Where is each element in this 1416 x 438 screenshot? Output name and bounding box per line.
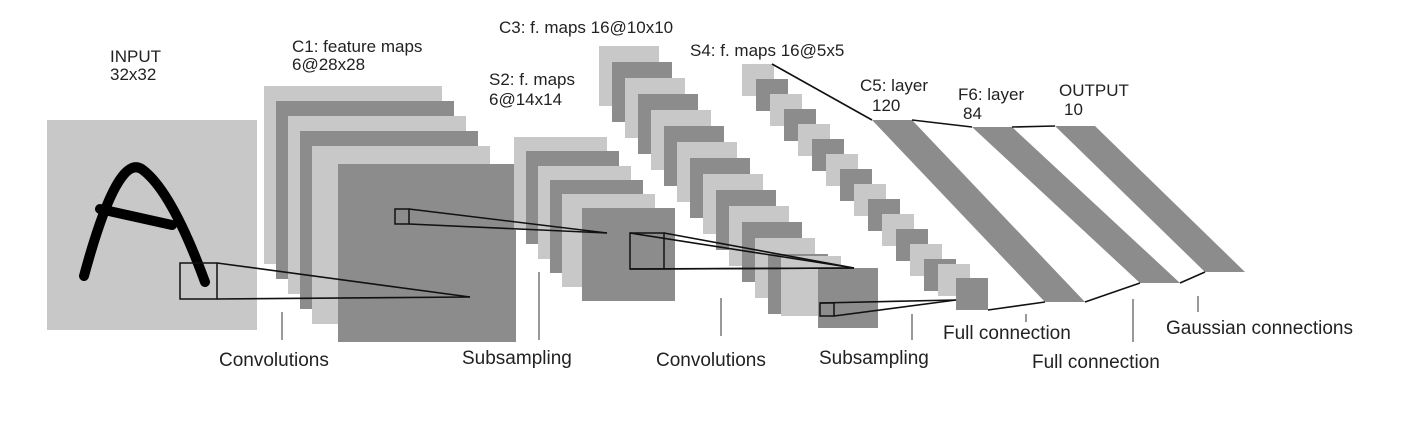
conv1-projection: [216, 262, 471, 300]
full1-label: Full connection: [943, 323, 1071, 344]
gauss-label: Gaussian connections: [1166, 318, 1353, 339]
s2-feature-maps: [514, 137, 675, 301]
conv2-label: Convolutions: [656, 350, 766, 371]
output-layer-band: [1055, 126, 1245, 272]
f6-label-size: 84: [963, 104, 982, 123]
operation-ticks: [281, 272, 1199, 342]
conv2-projection: [629, 232, 855, 270]
s4-label: S4: f. maps 16@5x5: [690, 41, 844, 60]
input-receptive-field: [179, 262, 218, 300]
c1-label-name: C1: feature maps: [292, 37, 422, 56]
s2-label-size: 6@14x14: [489, 90, 562, 109]
conv1-label: Convolutions: [219, 350, 329, 371]
input-label-name: INPUT: [110, 47, 161, 66]
sub1-projection: [408, 208, 608, 234]
f6-layer-band: [972, 127, 1180, 283]
input-letter-a-glyph: [79, 162, 210, 287]
c5-layer-band: [872, 120, 1085, 302]
sub2-projection: [819, 299, 957, 317]
sub1-label: Subsampling: [462, 348, 572, 369]
input-label-size: 32x32: [110, 65, 156, 84]
output-label-size: 10: [1064, 100, 1083, 119]
c3-label: C3: f. maps 16@10x10: [499, 18, 673, 37]
c1-receptive-field: [394, 208, 410, 225]
s4-feature-maps: [742, 64, 988, 310]
c1-feature-maps: [264, 86, 516, 342]
c3-feature-maps: [599, 46, 878, 328]
dense-connections: [771, 63, 1206, 311]
c5-label-size: 120: [872, 96, 900, 115]
s2-label-name: S2: f. maps: [489, 70, 575, 89]
full2-label: Full connection: [1032, 352, 1160, 373]
sub2-label: Subsampling: [819, 348, 929, 369]
f6-label-name: F6: layer: [958, 85, 1024, 104]
c1-label-size: 6@28x28: [292, 55, 365, 74]
output-label-name: OUTPUT: [1059, 81, 1129, 100]
c5-label-name: C5: layer: [860, 76, 928, 95]
input-layer: [47, 120, 257, 330]
